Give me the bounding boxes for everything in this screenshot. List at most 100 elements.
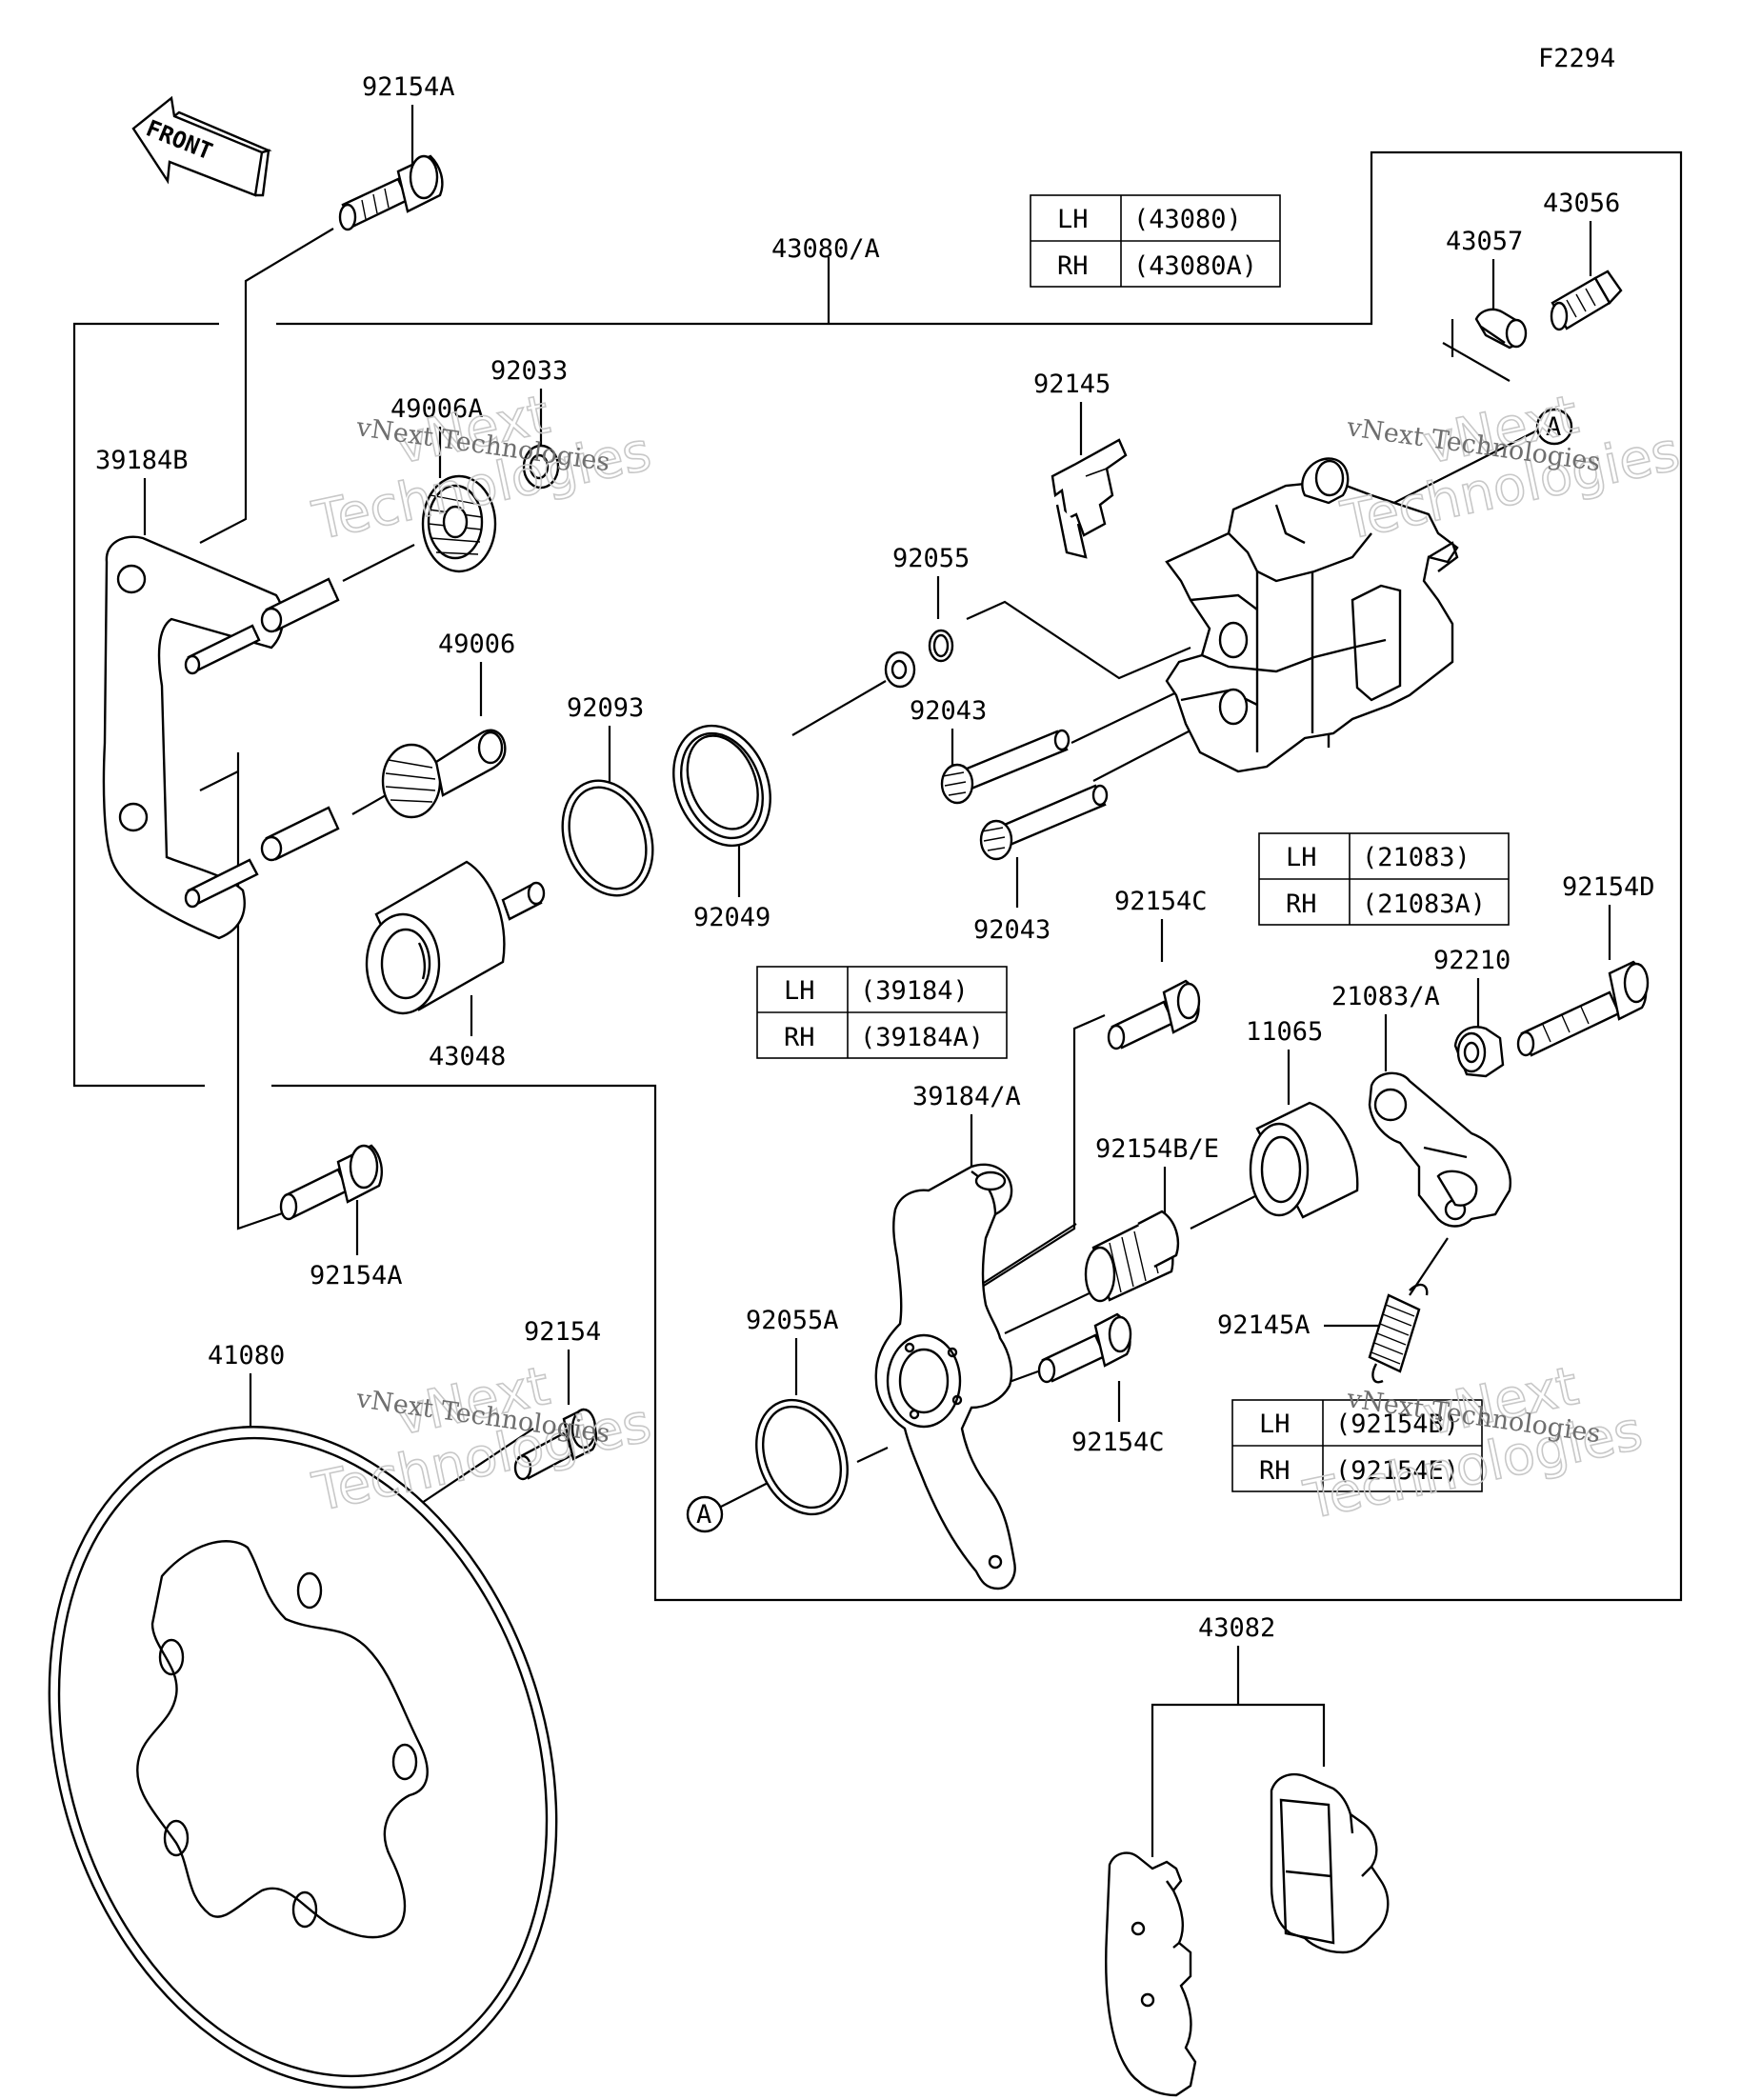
callout-92033: 92033 [490,356,568,446]
clip-92145 [1051,438,1128,559]
callout-92210: 92210 [1433,946,1511,1029]
piston-43048 [365,860,546,1015]
bolt-92154 [513,1408,597,1481]
slide-pin-92043-a [940,729,1071,805]
svg-text:39184/A: 39184/A [912,1082,1021,1111]
callout-92154A-top: 92154A [362,72,455,170]
table-side-lh: LH [784,976,815,1006]
table-43080: LH (43080) RH (43080A) [1030,194,1281,288]
callout-43080A: 43080/A [771,234,880,264]
table-side-rh: RH [784,1023,815,1052]
svg-text:21083/A: 21083/A [1331,982,1440,1011]
svg-text:A: A [1546,412,1561,442]
callout-43048: 43048 [429,995,506,1071]
callout-92145A: 92145A [1217,1310,1379,1340]
seal-92049 [672,724,771,848]
svg-text:92154C: 92154C [1071,1428,1165,1457]
bolt-92154C-top [1107,979,1201,1050]
callout-92154BE: 92154B/E [1095,1134,1219,1221]
o-ring-92055A [755,1398,849,1516]
callout-43056: 43056 [1543,189,1620,276]
callout-92154A-bottom: 92154A [310,1200,403,1290]
callout-92043-b: 92043 [973,857,1051,945]
callout-41080: 41080 [208,1341,285,1429]
callout-43082: 43082 [1151,1613,1326,1857]
table-part: (39184) [860,976,969,1006]
cap-43057 [1474,308,1528,350]
svg-text:92154A: 92154A [362,72,455,102]
callout-92043-a: 92043 [910,696,987,767]
svg-text:92154D: 92154D [1562,872,1655,902]
callout-92154C-top: 92154C [1114,887,1208,962]
table-92154B: LH (92154B) RH (92154E) [1231,1399,1483,1492]
callout-92154: 92154 [524,1317,601,1405]
svg-text:92145: 92145 [1033,370,1111,399]
assembly-axis-lines [199,228,1511,1568]
spring-92145A [1368,1283,1429,1384]
svg-text:11065: 11065 [1246,1017,1323,1047]
svg-text:43048: 43048 [429,1042,506,1071]
nut-92210 [1453,1026,1505,1078]
svg-text:39184B: 39184B [95,446,189,475]
bolt-92154C-bottom [1037,1312,1132,1384]
svg-text:92154: 92154 [524,1317,601,1347]
callout-21083A: 21083/A [1331,982,1440,1071]
brake-disc-41080 [48,1426,558,2089]
adjuster-screw-92154BE [1084,1210,1180,1303]
svg-text:92043: 92043 [910,696,987,726]
table-side-lh: LH [1057,205,1089,234]
caliper-assembly-frame [72,150,1683,1602]
lever-21083A [1368,1071,1511,1228]
front-direction-arrow: FRONT [131,95,272,197]
table-side-rh: RH [1286,890,1317,919]
table-part: (92154B) [1335,1410,1459,1439]
boot-pin-49006 [381,729,507,819]
reference-marker-a-bottom: A [686,1475,782,1533]
svg-text:92055A: 92055A [746,1306,839,1335]
svg-text:43056: 43056 [1543,189,1620,218]
table-part: (21083A) [1362,890,1486,919]
callout-11065: 11065 [1246,1017,1323,1105]
svg-text:92145A: 92145A [1217,1310,1311,1340]
table-part: (21083) [1362,843,1471,872]
svg-text:92049: 92049 [693,903,770,932]
svg-text:92210: 92210 [1433,946,1511,975]
callout-39184A: 39184/A [912,1082,1021,1167]
svg-text:92033: 92033 [490,356,568,386]
table-side-rh: RH [1259,1456,1291,1486]
table-part: (43080) [1133,205,1242,234]
svg-text:43082: 43082 [1198,1613,1275,1643]
table-side-lh: LH [1259,1410,1291,1439]
cup-11065 [1249,1101,1359,1219]
bolt-92154A-bottom [279,1144,383,1221]
table-side-rh: RH [1057,251,1089,281]
svg-text:43057: 43057 [1446,227,1523,256]
table-21083: LH (21083) RH (21083A) [1258,832,1510,926]
bolt-92154D [1516,960,1650,1057]
callout-92055: 92055 [892,544,970,619]
bracket-39184B [102,535,340,940]
callout-92145: 92145 [1033,370,1111,455]
callout-92093: 92093 [567,693,644,786]
bleeder-valve-43056 [1550,270,1623,331]
svg-text:92093: 92093 [567,693,644,723]
callout-92049: 92049 [693,838,770,932]
ring-92033 [522,444,560,490]
callout-92055A: 92055A [746,1306,839,1395]
callout-49006A: 49006A [390,394,484,478]
washer-92055 [884,629,954,689]
svg-text:41080: 41080 [208,1341,285,1370]
table-39184: LH (39184) RH (39184A) [756,966,1008,1059]
callout-43057: 43057 [1446,227,1523,310]
caliper-43080A [1165,457,1459,773]
svg-text:A: A [696,1500,711,1530]
seal-92093 [561,779,654,897]
table-side-lh: LH [1286,843,1317,872]
table-part: (39184A) [860,1023,984,1052]
brake-pad-43082-right [1270,1772,1390,1954]
svg-text:92043: 92043 [973,915,1051,945]
figure-code: F2294 [1538,44,1615,73]
table-part: (92154E) [1335,1456,1459,1486]
svg-text:92154B/E: 92154B/E [1095,1134,1219,1164]
